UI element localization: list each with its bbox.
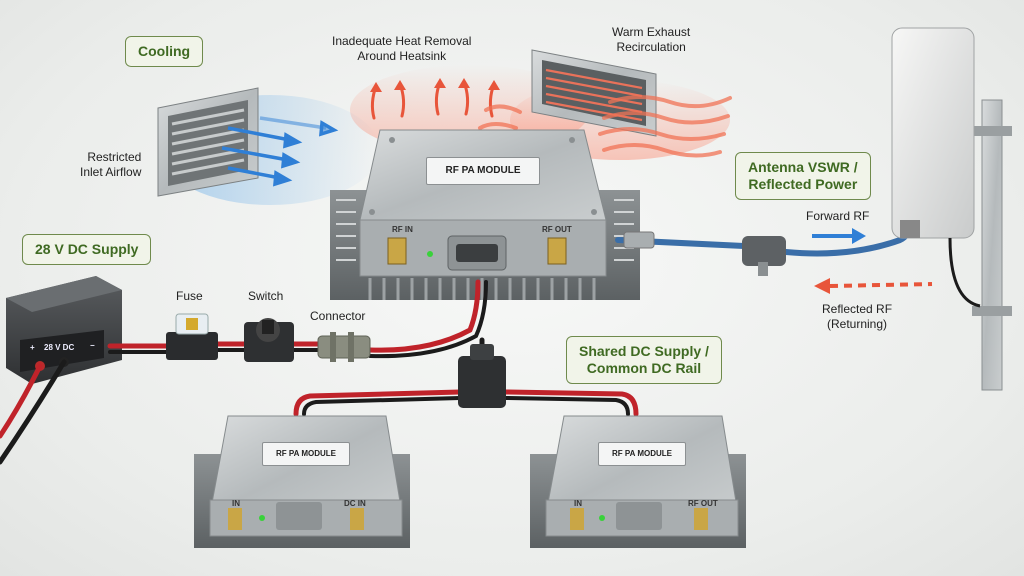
exhaust-line1: Warm Exhaust: [612, 25, 691, 39]
supply-voltage-label: 28 V DC: [44, 343, 75, 352]
lower-right-rf-out-label: RF OUT: [688, 499, 718, 508]
shared-dc-tag: Shared DC Supply / Common DC Rail: [566, 336, 722, 384]
reflected-rf-arrow: [814, 278, 933, 294]
lower-right-in-label: IN: [574, 499, 582, 508]
supply-minus-label: −: [90, 341, 95, 350]
supply-tag: 28 V DC Supply: [22, 234, 152, 265]
reflected-rf-label: Reflected RF (Returning): [822, 302, 892, 332]
reflected-rf-line2: (Returning): [827, 317, 888, 331]
connector-label: Connector: [310, 309, 366, 323]
main-rf-pa-module: [359, 129, 607, 277]
forward-rf-label: Forward RF: [806, 209, 870, 223]
inlet-vent: [157, 87, 259, 197]
heat-removal-line2: Around Heatsink: [357, 49, 447, 63]
exhaust-waves: [478, 95, 732, 158]
lower-left-module-plate: RF PA MODULE: [262, 442, 350, 466]
cooling-tag-text: Cooling: [138, 43, 191, 59]
lower-left-in-label: IN: [232, 499, 240, 508]
shared-dc-tag-line2: Common DC Rail: [586, 360, 702, 376]
vswr-tag-line2: Reflected Power: [748, 176, 858, 192]
lower-module-left: [194, 415, 410, 548]
vswr-tag-line1: Antenna VSWR /: [748, 159, 858, 175]
inlet-line2: Inlet Airflow: [80, 165, 142, 179]
switch-body: [244, 318, 294, 362]
reflected-rf-line1: Reflected RF: [822, 302, 893, 316]
inlet-line1: Restricted: [87, 150, 142, 164]
forward-rf-arrow: [812, 228, 866, 244]
dc-cables: [0, 279, 639, 465]
inlet-label: Restricted Inlet Airflow: [80, 150, 141, 180]
main-module-plate: RF PA MODULE: [426, 157, 540, 185]
antenna: [891, 27, 1012, 391]
fuse-label: Fuse: [176, 289, 203, 303]
heat-removal-label: Inadequate Heat Removal Around Heatsink: [332, 34, 471, 64]
supply-plus-label: +: [30, 343, 35, 352]
exhaust-line2: Recirculation: [616, 40, 686, 54]
coax-cable: [615, 225, 913, 276]
heat-removal-line1: Inadequate Heat Removal: [332, 34, 472, 48]
vswr-tag: Antenna VSWR / Reflected Power: [735, 152, 871, 200]
supply-tag-text: 28 V DC Supply: [35, 241, 139, 257]
fuse-holder: [166, 313, 218, 360]
lower-module-right: [530, 415, 746, 548]
main-rf-out-label: RF OUT: [542, 225, 572, 234]
inline-connector: [317, 332, 371, 362]
lower-right-module-plate: RF PA MODULE: [598, 442, 686, 466]
exhaust-label: Warm Exhaust Recirculation: [612, 25, 690, 55]
switch-label: Switch: [248, 289, 284, 303]
dc-splitter: [458, 344, 506, 408]
lower-left-dc-in-label: DC IN: [344, 499, 366, 508]
dc-supply-box: [6, 276, 122, 384]
cooling-tag: Cooling: [125, 36, 204, 67]
shared-dc-tag-line1: Shared DC Supply /: [579, 343, 709, 359]
inlet-airflow-arrows: [221, 116, 339, 187]
main-rf-in-label: RF IN: [392, 225, 413, 234]
